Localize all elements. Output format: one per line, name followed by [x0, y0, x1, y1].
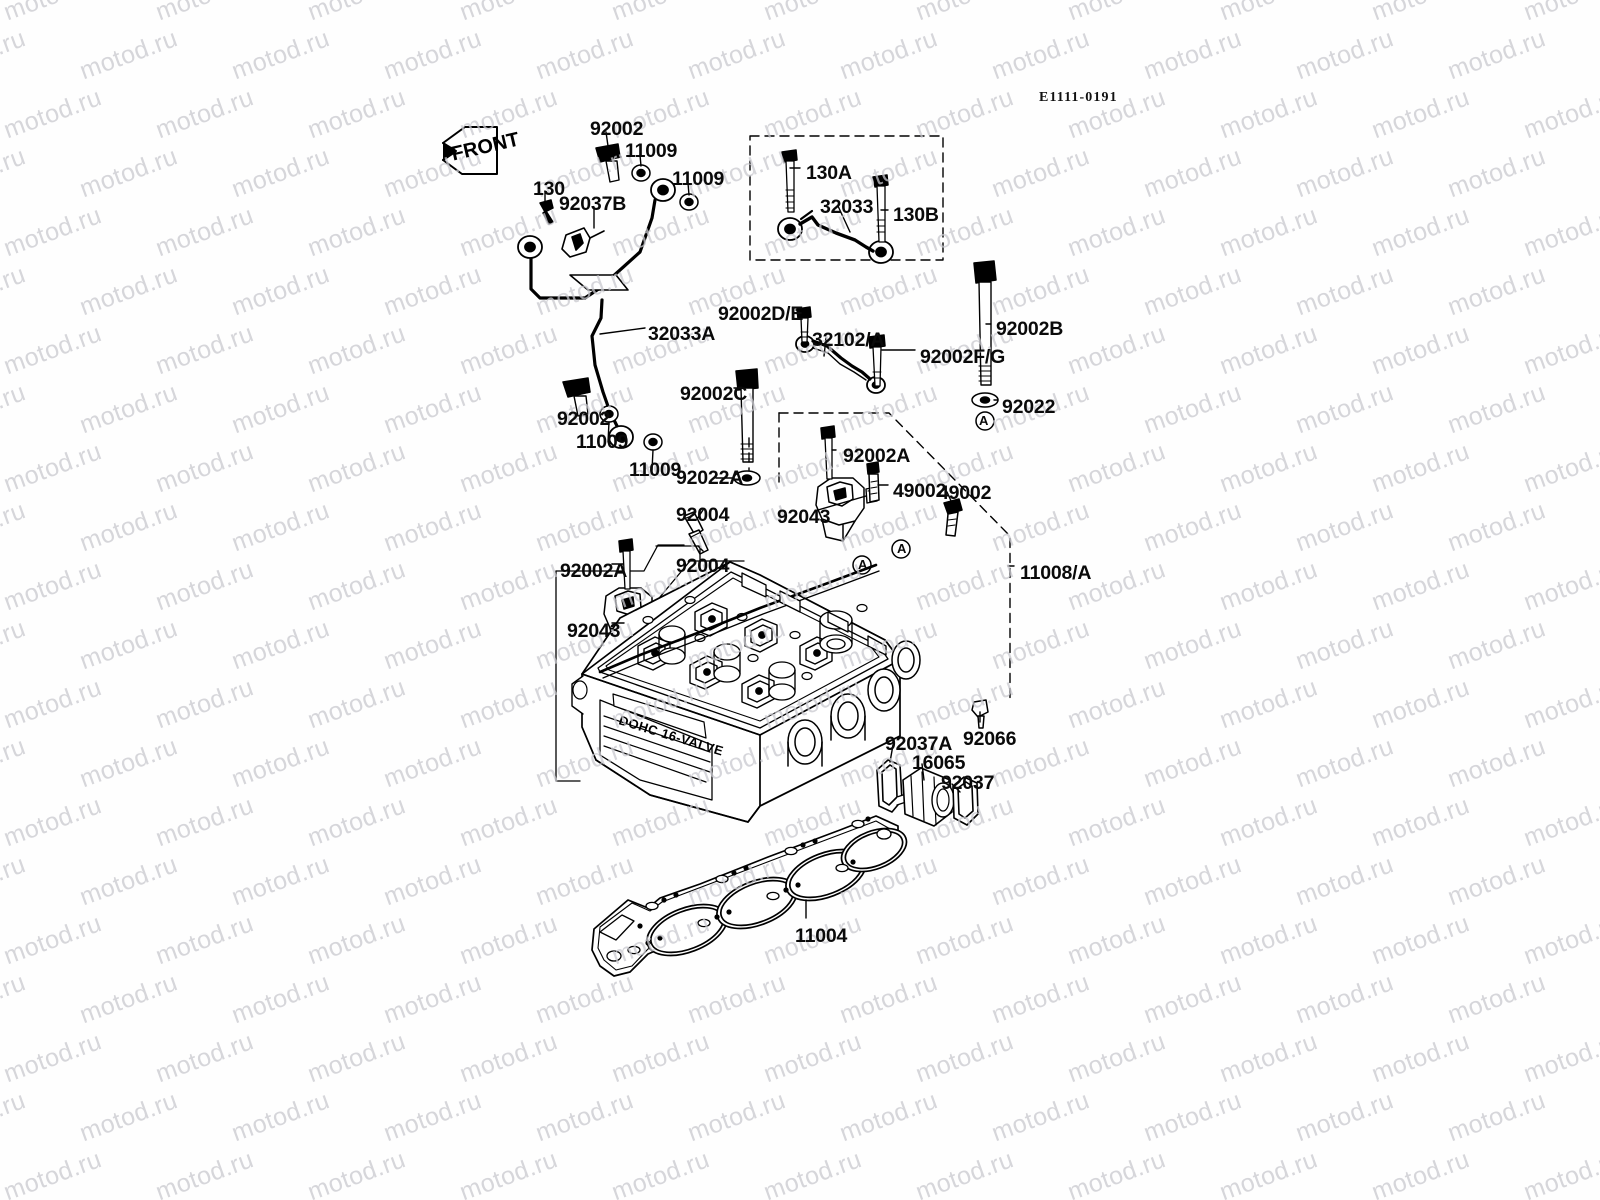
callout-92022[interactable]: 92022 [1002, 396, 1056, 418]
callout-92002d-e[interactable]: 92002D/E [718, 303, 804, 325]
callout-92066[interactable]: 92066 [963, 728, 1017, 750]
bolt-92002-top [595, 143, 622, 183]
stud-92004-b [688, 529, 709, 555]
bolt-92002a-left [618, 538, 634, 590]
callout-130[interactable]: 130 [533, 178, 565, 200]
callout-92002[interactable]: 92002 [557, 408, 611, 430]
callout-92002a[interactable]: 92002A [843, 445, 911, 467]
callout-130a[interactable]: 130A [806, 162, 852, 184]
bolt-92002-lower [562, 377, 591, 417]
callout-92043[interactable]: 92043 [567, 620, 621, 642]
callout-92002b[interactable]: 92002B [996, 318, 1064, 340]
front-marker-label: FRONT [449, 128, 522, 166]
clamp-92037 [952, 776, 979, 826]
callout-11009[interactable]: 11009 [625, 140, 678, 162]
callout-49002[interactable]: 49002 [938, 482, 992, 504]
callout-92037[interactable]: 92037 [941, 772, 995, 794]
clamp-92037b [561, 227, 605, 258]
bolt-92002a-right [820, 425, 836, 480]
callout-92002[interactable]: 92002 [590, 118, 644, 140]
front-marker-icon [442, 126, 498, 175]
callout-11009[interactable]: 11009 [576, 431, 629, 453]
bolt-130a [781, 149, 798, 213]
callout-92043[interactable]: 92043 [777, 506, 831, 528]
breather-49002-a [866, 461, 880, 503]
callout-11009[interactable]: 11009 [629, 459, 682, 481]
head-bolt-92002c [735, 368, 759, 463]
callout-92002a[interactable]: 92002A [560, 560, 628, 582]
callout-92037a[interactable]: 92037A [885, 733, 953, 755]
ref-marker-a-3: A [858, 557, 868, 572]
callout-32102-a[interactable]: 32102/A [812, 329, 885, 351]
ref-marker-a-2 [891, 539, 911, 559]
head-bolt-92002b [973, 260, 997, 386]
callout-11008-a[interactable]: 11008/A [1020, 562, 1092, 584]
callout-92037b[interactable]: 92037B [559, 193, 627, 215]
callout-92002f-g[interactable]: 92002F/G [920, 346, 1006, 368]
leader-lines [544, 131, 1015, 919]
diagram-code: E1111-0191 [1039, 90, 1118, 105]
cam-cap-right [815, 477, 865, 542]
callout-130b[interactable]: 130B [893, 204, 939, 226]
oil-pipe-32033 [777, 209, 894, 264]
washer-11009-a [631, 164, 651, 182]
callout-32033[interactable]: 32033 [820, 196, 874, 218]
bolt-130 [539, 199, 554, 225]
clamp-92037a [876, 759, 907, 813]
group-bracket-cam [655, 545, 701, 561]
callout-92022a[interactable]: 92022A [676, 467, 744, 489]
washer-11009-d [643, 433, 663, 451]
group-bracket-head [748, 412, 1011, 701]
callout-92004[interactable]: 92004 [676, 504, 730, 526]
ref-marker-a-1: A [897, 541, 907, 556]
washer-92022a [733, 470, 761, 486]
callout-11009[interactable]: 11009 [672, 168, 725, 190]
group-bracket-left [555, 544, 685, 782]
cylinder-head-casting [571, 561, 921, 823]
group-bracket-mid [659, 560, 745, 598]
ref-marker-a-2: A [979, 413, 989, 428]
bolt-130b [872, 174, 889, 243]
stud-92004-a [683, 511, 704, 536]
inset-box [749, 135, 944, 261]
callout-32033a[interactable]: 32033A [648, 323, 716, 345]
ref-marker-a-1 [975, 411, 995, 431]
intake-holder-16065 [902, 767, 955, 827]
bolt-92002fg [868, 334, 886, 387]
head-gasket-11004 [591, 815, 908, 977]
callout-92002c[interactable]: 92002C [680, 383, 748, 405]
callout-92004[interactable]: 92004 [676, 555, 730, 577]
callout-49002[interactable]: 49002 [893, 480, 947, 502]
pipe-32102a [795, 335, 886, 394]
breather-49002-b [943, 498, 963, 537]
callout-16065[interactable]: 16065 [912, 752, 966, 774]
callout-11004[interactable]: 11004 [795, 925, 848, 947]
